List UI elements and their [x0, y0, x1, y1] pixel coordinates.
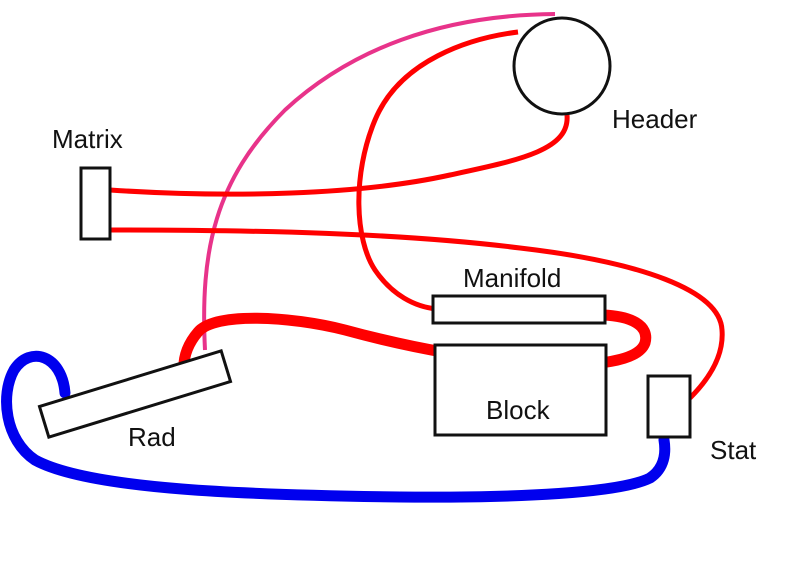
block-component: [433, 343, 608, 437]
red-thick-tube-manifold-to-rad: [178, 309, 652, 378]
matrix-component: [79, 166, 112, 241]
manifold-component: [431, 294, 607, 325]
rad-label: Rad: [128, 422, 176, 452]
red-tube-matrix-to-header: [109, 114, 570, 197]
manifold-label: Manifold: [463, 263, 561, 293]
rad-component: [37, 349, 233, 439]
blue-tube-rad-to-stat: [1, 350, 671, 503]
pink-tube-rad-to-header: [202, 12, 556, 351]
block-label: Block: [486, 395, 551, 425]
red-tube-matrix-to-stat: [109, 227, 725, 400]
red-tube-header-to-manifold: [356, 29, 519, 312]
header-label: Header: [612, 104, 698, 134]
stat-component: [646, 374, 692, 439]
header-reservoir: [512, 16, 612, 116]
stat-label: Stat: [710, 435, 757, 465]
matrix-label: Matrix: [52, 124, 123, 154]
